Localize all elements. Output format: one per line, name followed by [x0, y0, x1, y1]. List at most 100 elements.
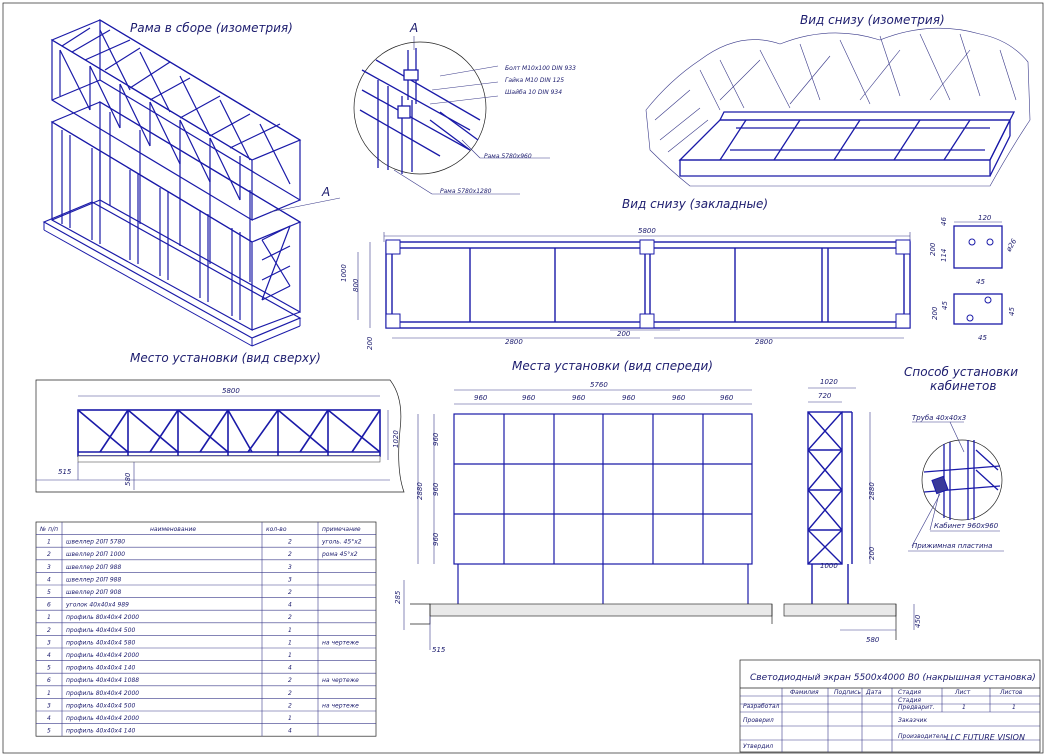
dim-front-col-3: 960: [572, 394, 586, 402]
top-place-title: Место установки (вид сверху): [130, 351, 321, 365]
spec-cell-0-3: уголь. 45°х2: [321, 539, 362, 546]
dim-plate-b-bot: 45: [978, 334, 987, 342]
mount-method-title-1: Способ установки: [904, 365, 1018, 379]
dim-plate-top-h2: 114: [940, 249, 948, 262]
bottom-iso-title: Вид снизу (изометрия): [800, 13, 945, 27]
stamp-col-sheet: Лист: [954, 689, 971, 696]
dim-embed-left: 2800: [505, 338, 523, 346]
front-place-view: Места установки (вид спереди) 5760 960 9…: [394, 359, 773, 654]
spec-cell-2-1: швеллер 20П 988: [66, 564, 121, 571]
dim-top-off2: 580: [124, 472, 132, 486]
spec-header-0: № п/п: [39, 526, 58, 533]
dim-top-off: 515: [58, 468, 72, 476]
bottom-embed-view: Вид снизу (закладные) 5800 1000 800: [340, 197, 911, 350]
spec-cell-4-0: 5: [47, 589, 51, 596]
dim-plate-hole: ø26: [1004, 237, 1018, 254]
spec-cell-15-0: 5: [47, 728, 51, 735]
stamp-col-date: Дата: [865, 689, 882, 696]
dim-embed-right: 2800: [755, 338, 773, 346]
spec-cell-2-0: 3: [47, 564, 51, 571]
spec-cell-12-0: 1: [47, 690, 51, 697]
dim-side-base: 1000: [820, 562, 838, 570]
spec-cell-10-0: 5: [47, 665, 51, 672]
spec-cell-10-1: профиль 40х40х4 140: [66, 665, 135, 672]
spec-cell-1-3: рома 45°х2: [321, 551, 358, 558]
dim-front-col-1: 960: [474, 394, 488, 402]
spec-cell-3-2: 3: [288, 576, 292, 583]
spec-cell-8-2: 1: [288, 639, 292, 646]
spec-cell-13-0: 3: [47, 702, 51, 709]
spec-cell-6-0: 1: [47, 614, 51, 621]
dim-front-row-3: 960: [432, 532, 440, 546]
stamp-col-surname: Фамилия: [790, 689, 819, 696]
stamp-label-stage: Стадия: [898, 697, 921, 704]
spec-cell-14-0: 4: [47, 715, 51, 722]
spec-cell-4-1: швеллер 20П 908: [66, 589, 121, 596]
dim-front-bottom: 515: [432, 646, 446, 654]
spec-cell-6-1: профиль 80х40х4 2000: [66, 614, 139, 621]
callout-tube: Труба 40х40х3: [912, 414, 966, 422]
stamp-role-developed: Разработал: [743, 703, 780, 710]
dim-embed-total: 5800: [638, 227, 656, 235]
detail-a-title: A: [409, 21, 418, 35]
spec-cell-7-1: профиль 40х40х4 500: [66, 627, 135, 634]
dim-side-w2: 720: [818, 392, 832, 400]
dim-front-col-2: 960: [522, 394, 536, 402]
dim-top-depth: 1020: [392, 430, 400, 448]
dim-side-h: 2880: [868, 482, 876, 500]
dim-side-gap: 200: [868, 546, 876, 560]
assembled-frame-view: Рама в сборе (изометрия): [42, 18, 341, 347]
stamp-sheet-no: 1: [962, 704, 966, 711]
stamp-label-prelim: Предварит.: [898, 704, 935, 711]
spec-cell-5-0: 6: [47, 602, 51, 609]
spec-cell-13-1: профиль 40х40х4 500: [66, 702, 135, 709]
spec-cell-3-0: 4: [47, 576, 51, 583]
callout-frame-a: Рама 5780х960: [484, 153, 532, 160]
dim-plate-top-w: 120: [978, 214, 992, 222]
dim-front-col-6: 960: [720, 394, 734, 402]
spec-cell-12-2: 2: [288, 690, 292, 697]
dim-embed-h1: 1000: [340, 264, 348, 282]
spec-cell-5-2: 4: [288, 602, 292, 609]
stamp-role-checked: Проверил: [743, 717, 774, 724]
spec-cell-8-3: на чертеже: [322, 639, 359, 646]
dim-front-col-5: 960: [672, 394, 686, 402]
callout-washer: Шайба 10 DIN 934: [505, 89, 562, 96]
spec-cell-4-2: 2: [288, 589, 292, 596]
stamp-sheets-count: 1: [1012, 704, 1016, 711]
dim-plate-b-r: 45: [1008, 307, 1016, 316]
bottom-iso-view: Вид снизу (изометрия): [645, 13, 1031, 187]
spec-header-2: кол-во: [266, 526, 287, 533]
spec-header-1: наименование: [150, 526, 196, 533]
dim-plate-top-h1: 200: [929, 242, 937, 256]
spec-cell-0-0: 1: [47, 539, 51, 546]
spec-cell-13-2: 2: [288, 702, 292, 709]
spec-cell-1-1: швеллер 20П 1000: [66, 551, 125, 558]
stamp-company: LLC FUTURE VISION: [946, 733, 1025, 742]
spec-cell-9-1: профиль 40х40х4 2000: [66, 652, 139, 659]
spec-cell-8-0: 3: [47, 639, 51, 646]
callout-nut: Гайка М10 DIN 125: [505, 77, 564, 84]
dim-embed-h2: 800: [352, 278, 360, 292]
top-place-view: Место установки (вид сверху) 5800 1020 5…: [35, 351, 405, 493]
callout-bolt: Болт М10х100 DIN 933: [505, 65, 576, 72]
spec-cell-15-2: 4: [288, 728, 292, 735]
spec-cell-3-1: швеллер 20П 988: [66, 576, 121, 583]
stamp-title: Светодиодный экран 5500х4000 В0 (накрышн…: [750, 673, 1036, 683]
callout-frame-b: Рама 5780х1280: [440, 188, 492, 195]
dim-front-col-4: 960: [622, 394, 636, 402]
spec-cell-8-1: профиль 40х40х4 580: [66, 639, 135, 646]
dim-plate-top-h3: 46: [940, 217, 948, 226]
dim-front-total: 5760: [590, 381, 608, 389]
stamp-col-sheets: Листов: [999, 689, 1023, 696]
stamp-label-manufacturer: Производитель: [898, 733, 947, 740]
spec-cell-13-3: на чертеже: [322, 702, 359, 709]
spec-cell-9-2: 1: [288, 652, 292, 659]
spec-cell-14-2: 1: [288, 715, 292, 722]
mount-method-title-2: кабинетов: [930, 379, 996, 393]
plate-details: 120 200 114 46 ø26 45 200 45 45 45: [929, 214, 1019, 342]
spec-cell-7-2: 1: [288, 627, 292, 634]
spec-cell-11-2: 2: [288, 677, 292, 684]
dim-embed-mid: 200: [617, 330, 631, 338]
